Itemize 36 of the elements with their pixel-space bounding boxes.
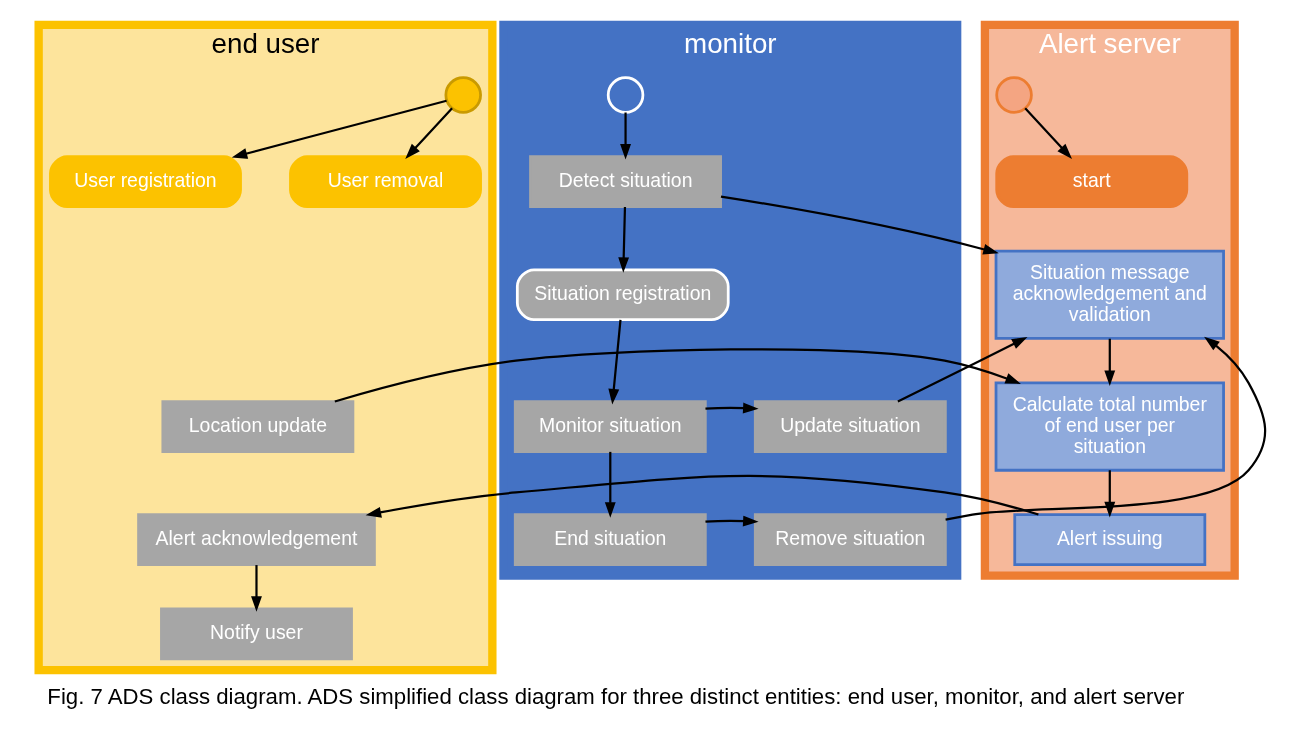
arrow [720,195,999,255]
node-box: Monitor situation [513,400,707,453]
node-box: Situation registration [515,268,730,322]
node-box: Update situation [753,400,947,453]
node-box: start [994,155,1188,208]
arrow [617,206,629,273]
arrow [365,474,1039,518]
arrow [334,348,1021,403]
arrow [250,565,262,612]
node-box: End situation [513,513,707,566]
node-box: Detect situation [528,155,722,208]
arrow [619,112,631,160]
arrow [607,319,622,405]
arrow [1023,107,1072,159]
node-circle [444,76,482,114]
caption: Fig. 7 ADS class diagram. ADS simplified class diagram for three distinct entities: end user, monitor, and alert server [46,684,1184,710]
arrow [704,515,759,527]
arrow [604,451,616,518]
node-box: Alert acknowledgement [136,513,376,566]
node-box: User registration [48,155,242,208]
arrow [944,336,1266,521]
node-box: Alert issuing [1012,513,1206,566]
node-box: Notify user [159,607,353,661]
node-box: Location update [160,400,354,453]
arrow [1103,338,1115,386]
node-box: Calculate total number of end user per situation [994,381,1225,472]
node-box: Situation message acknowledgement and validation [994,249,1225,340]
node-circle [606,76,644,114]
arrow [704,402,759,414]
node-circle [994,76,1033,114]
node-box: Remove situation [753,513,947,566]
arrow [404,107,453,159]
arrow [1103,470,1115,518]
node-box: User removal [288,155,482,208]
arrow [896,337,1027,403]
arrow [231,99,447,159]
